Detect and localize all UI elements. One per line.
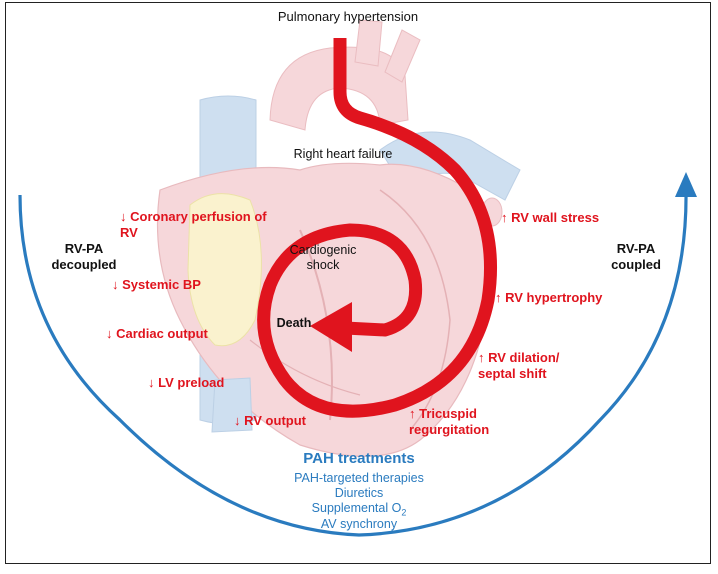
arrow-up-icon — [675, 172, 697, 197]
arrow-down-icon: ↓ — [234, 413, 241, 428]
arrow-down-icon: ↓ — [106, 326, 113, 341]
treatment-item-oxygen: Supplemental O2 — [311, 501, 407, 518]
item-systemic-bp: ↓ Systemic BP — [112, 277, 201, 292]
rv-pa-coupled-label: RV-PA coupled — [611, 241, 661, 272]
treatment-item: PAH-targeted therapies — [294, 471, 424, 485]
treatment-item: AV synchrony — [320, 517, 398, 531]
treatment-item: Diuretics — [334, 486, 384, 500]
arrow-up-icon: ↑ — [478, 350, 485, 365]
arrow-down-icon: ↓ — [148, 375, 155, 390]
ventricle-line — [379, 189, 451, 431]
arrow-up-icon: ↑ — [409, 406, 416, 421]
rv-pa-decoupled-label: RV-PA decoupled — [51, 241, 117, 272]
inferior-vena-cava-shape — [211, 377, 253, 433]
right-atrium-shape — [187, 193, 262, 347]
stage-cardiogenic-shock: Cardiogenic shock — [289, 243, 357, 272]
arrow-up-icon: ↑ — [495, 290, 502, 305]
item-coronary-perfusion: ↓ Coronary perfusion of RV — [120, 209, 267, 240]
arrow-down-icon: ↓ — [120, 209, 127, 224]
item-rv-output: ↓ RV output — [234, 413, 306, 428]
title-label: Pulmonary hypertension — [277, 9, 419, 24]
spiral-arrowhead-icon — [310, 302, 352, 352]
arrow-down-icon: ↓ — [112, 277, 119, 292]
item-tricuspid-regurgitation: ↑ Tricuspid regurgitation — [409, 406, 490, 437]
aorta-branch-shape — [354, 19, 383, 67]
item-rv-dilation: ↑ RV dilation/ septal shift — [478, 350, 560, 381]
rv-pa-coupling-arc — [18, 189, 688, 537]
item-lv-preload: ↓ LV preload — [148, 375, 225, 390]
arrow-up-icon: ↑ — [501, 210, 508, 225]
stage-right-heart-failure: Right heart failure — [293, 147, 393, 161]
item-cardiac-output: ↓ Cardiac output — [106, 326, 208, 341]
spiral-path — [257, 38, 497, 418]
stage-death: Death — [276, 316, 312, 330]
ventricle-line — [249, 339, 361, 396]
treatments-heading: PAH treatments — [303, 450, 415, 467]
item-rv-hypertrophy: ↑ RV hypertrophy — [495, 290, 603, 305]
item-rv-wall-stress: ↑ RV wall stress — [501, 210, 600, 225]
aorta-branch-shape — [384, 29, 421, 83]
